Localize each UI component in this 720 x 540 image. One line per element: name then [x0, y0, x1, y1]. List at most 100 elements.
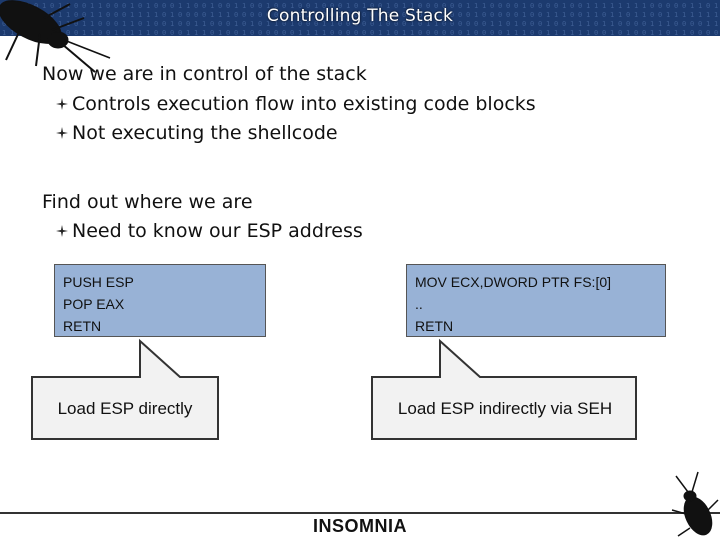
binary-digit: 0: [634, 20, 638, 28]
footer-logo: INSOMNIA: [313, 516, 407, 536]
binary-digit: 1: [642, 11, 646, 19]
binary-digit: 0: [578, 2, 582, 10]
binary-digit: 0: [442, 29, 446, 36]
binary-digit: 0: [418, 29, 422, 36]
binary-digit: 1: [546, 11, 550, 19]
binary-digit: 1: [658, 20, 662, 28]
callout-label-seh: Load ESP indirectly via SEH: [397, 399, 613, 418]
binary-digit: 1: [146, 2, 150, 10]
binary-digit: 1: [666, 11, 670, 19]
binary-digit: 0: [354, 20, 358, 28]
binary-digit: 1: [610, 11, 614, 19]
binary-digit: 0: [34, 2, 38, 10]
binary-digit: 1: [90, 2, 94, 10]
binary-digit: 1: [386, 2, 390, 10]
binary-pattern-background: 0100010110011000101000110010011001001001…: [2, 2, 718, 36]
binary-digit: 0: [674, 2, 678, 10]
binary-digit: 0: [474, 29, 478, 36]
binary-digit: 0: [522, 20, 526, 28]
binary-digit: 0: [426, 29, 430, 36]
binary-digit: 0: [466, 11, 470, 19]
code-line: POP EAX: [63, 296, 125, 312]
binary-digit: 0: [642, 29, 646, 36]
binary-digit: 0: [138, 20, 142, 28]
binary-digit: 1: [338, 11, 342, 19]
binary-digit: 0: [626, 11, 630, 19]
binary-digit: 1: [586, 20, 590, 28]
binary-digit: 0: [282, 11, 286, 19]
binary-digit: 0: [154, 2, 158, 10]
binary-digit: 0: [450, 2, 454, 10]
binary-digit: 0: [498, 11, 502, 19]
binary-digit: 1: [698, 2, 702, 10]
binary-digit: 1: [82, 20, 86, 28]
star-bullet-icon: [56, 127, 68, 139]
binary-digit: 0: [50, 11, 54, 19]
binary-digit: 1: [426, 11, 430, 19]
binary-digit: 0: [706, 2, 710, 10]
binary-digit: 1: [586, 2, 590, 10]
binary-digit: 1: [82, 29, 86, 36]
binary-digit: 0: [362, 20, 366, 28]
binary-digit: 1: [490, 20, 494, 28]
title-banner: 0100010110011000101000110010011001001001…: [0, 0, 720, 36]
binary-digit: 0: [498, 29, 502, 36]
binary-digit: 0: [578, 11, 582, 19]
binary-digit: 1: [298, 29, 302, 36]
binary-digit: 1: [250, 20, 254, 28]
binary-digit: 0: [330, 29, 334, 36]
binary-digit: 0: [170, 29, 174, 36]
binary-digit: 0: [210, 29, 214, 36]
binary-digit: 0: [298, 11, 302, 19]
binary-digit: 0: [242, 11, 246, 19]
binary-digit: 1: [10, 29, 14, 36]
binary-digit: 0: [234, 11, 238, 19]
bullet-text: Need to know our ESP address: [72, 220, 363, 242]
binary-digit: 1: [434, 20, 438, 28]
binary-digit: 1: [138, 29, 142, 36]
cockroach-icon: [0, 0, 111, 73]
binary-digit: 1: [186, 29, 190, 36]
binary-digit: 0: [122, 2, 126, 10]
binary-digit: 1: [546, 29, 550, 36]
binary-digit: 1: [602, 2, 606, 10]
binary-digit: 1: [42, 2, 46, 10]
binary-digit: 0: [74, 2, 78, 10]
binary-digit: 0: [114, 20, 118, 28]
binary-digit: 0: [666, 2, 670, 10]
binary-digit: 1: [714, 2, 718, 10]
binary-digit: 0: [298, 2, 302, 10]
binary-digit: 1: [346, 2, 350, 10]
binary-digit: 1: [514, 29, 518, 36]
binary-digit: 1: [434, 11, 438, 19]
binary-digit: 1: [330, 20, 334, 28]
binary-digit: 0: [698, 20, 702, 28]
binary-digit: 1: [426, 20, 430, 28]
binary-digit: 0: [418, 2, 422, 10]
binary-digit: 1: [714, 11, 718, 19]
binary-digit: 0: [290, 11, 294, 19]
callout-bubble-seh: [371, 338, 637, 440]
binary-digit: 0: [490, 29, 494, 36]
binary-digit: 1: [442, 11, 446, 19]
binary-digit: 1: [322, 20, 326, 28]
binary-digit: 1: [194, 20, 198, 28]
binary-digit: 1: [522, 11, 526, 19]
binary-digit: 1: [714, 20, 718, 28]
binary-digit: 0: [322, 11, 326, 19]
binary-digit: 0: [154, 20, 158, 28]
binary-digit: 0: [338, 29, 342, 36]
binary-digit: 0: [106, 20, 110, 28]
code-line: ..: [415, 296, 423, 312]
binary-digit: 0: [162, 2, 166, 10]
binary-digit: 0: [674, 20, 678, 28]
binary-digit: 0: [394, 20, 398, 28]
binary-digit: 1: [210, 11, 214, 19]
binary-digit: 0: [642, 20, 646, 28]
binary-digit: 0: [386, 20, 390, 28]
binary-digit: 1: [130, 29, 134, 36]
binary-digit: 0: [242, 20, 246, 28]
binary-digit: 1: [666, 20, 670, 28]
binary-digit: 0: [690, 20, 694, 28]
binary-digit: 0: [50, 2, 54, 10]
